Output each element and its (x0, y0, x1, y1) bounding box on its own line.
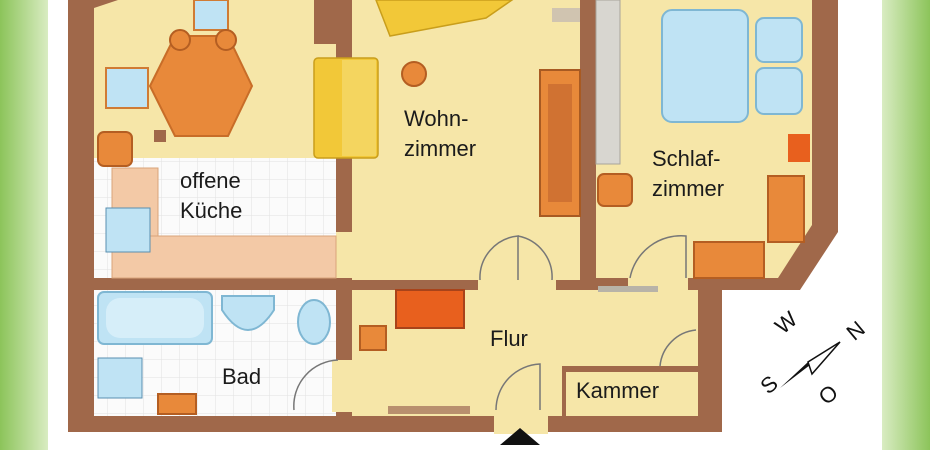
door-swing (629, 235, 687, 279)
bedside-table (755, 67, 803, 115)
chair (193, 0, 229, 31)
bedroom-stool (597, 173, 633, 207)
living-floor-extend (336, 232, 356, 278)
door-gap-entrance (494, 412, 548, 434)
washbasin (221, 295, 275, 331)
bedside-table (755, 17, 803, 63)
storage-floor (566, 372, 698, 416)
compass-needle-light (807, 341, 841, 376)
room-label-kitchen: offene Küche (180, 166, 242, 226)
armchair (375, 0, 514, 37)
kitchen-stool (97, 131, 133, 167)
sofa-cushion (342, 60, 376, 156)
floor-lamp (401, 61, 427, 87)
room-label-bedroom-line2: zimmer (652, 176, 725, 201)
room-label-kitchen-line1: offene (180, 168, 241, 193)
wardrobe (595, 0, 621, 165)
sink (105, 207, 151, 253)
room-label-bedroom: Schlaf- zimmer (652, 144, 724, 204)
bed (661, 9, 749, 123)
door-threshold (598, 286, 658, 292)
shower (97, 357, 143, 399)
cabinet (314, 0, 336, 44)
window-frame (552, 8, 580, 22)
door-gap-hall-living (478, 276, 556, 294)
bathtub-inner (106, 298, 204, 338)
hall-cabinet (395, 289, 465, 329)
entrance-arrow (500, 428, 540, 445)
compass (780, 341, 841, 388)
door-swing (517, 235, 553, 281)
small-box (154, 130, 166, 142)
chair (105, 67, 149, 109)
room-label-hall: Flur (490, 326, 528, 351)
chair-seat (215, 29, 237, 51)
room-label-bedroom-line1: Schlaf- (652, 146, 721, 171)
room-label-storage: Kammer (576, 378, 660, 403)
shoe-rack (388, 406, 470, 414)
small-cabinet (788, 134, 810, 162)
laundry-basket (157, 393, 197, 415)
background-left (0, 0, 48, 450)
door-swing (479, 235, 519, 281)
tv-cabinet-inner (548, 84, 572, 202)
door-swing (659, 329, 697, 367)
background-right (882, 0, 930, 450)
door-swing (293, 359, 339, 411)
door-swing (495, 363, 541, 411)
chair-seat (169, 29, 191, 51)
room-label-living-line2: zimmer (404, 136, 477, 161)
room-label-bath: Bad (222, 364, 262, 389)
room-label-living-line1: Wohn- (404, 106, 469, 131)
dresser (767, 175, 805, 243)
door-gap-bath (332, 360, 356, 412)
room-label-kitchen-line2: Küche (180, 198, 243, 223)
toilet (297, 299, 331, 345)
room-label-living: Wohn- zimmer (404, 104, 476, 164)
hall-stool (359, 325, 387, 351)
chest (693, 241, 765, 279)
